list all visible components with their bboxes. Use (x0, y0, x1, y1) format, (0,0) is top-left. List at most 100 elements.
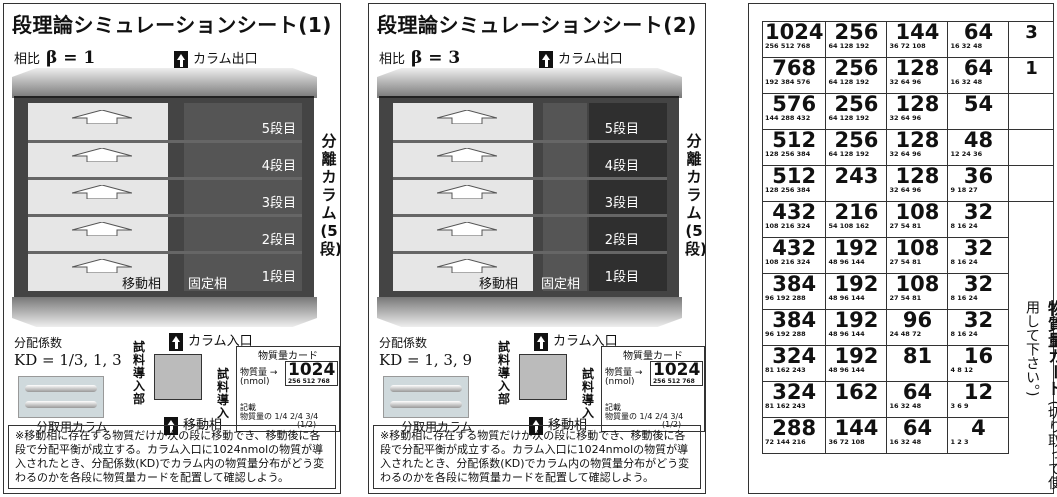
card-sub-values: 144 288 432 (765, 114, 811, 122)
card-note1: 記載 (605, 403, 621, 412)
amount-card: 81 (886, 345, 949, 382)
card-value: 144 (834, 416, 879, 440)
flow-arrow-icon (72, 185, 132, 199)
card-sub-values: 64 128 192 (828, 78, 870, 86)
flow-arrow-icon (72, 148, 132, 162)
inlet-label: カラム入口 (553, 334, 618, 349)
card-value: 288 (772, 416, 817, 440)
card-sub-values: 96 192 288 (765, 294, 806, 302)
card-value: 32 (963, 272, 994, 296)
card-sub-values: 27 54 81 (889, 222, 922, 230)
flow-arrow-icon (437, 185, 497, 199)
stage-5: 5段目 (604, 122, 639, 137)
card-sub-values: 8 16 24 (950, 294, 978, 302)
card-sub-values: 64 128 192 (828, 42, 870, 50)
card-sub-values: 72 144 216 (765, 438, 806, 446)
stage-2: 2段目 (261, 233, 296, 248)
extra-card-cell (1008, 165, 1055, 202)
flow-arrow-icon (72, 222, 132, 236)
card-sub-values: 16 32 48 (889, 402, 922, 410)
flow-arrow-icon (437, 259, 497, 273)
instruction-note: ※移動相に存在する物質だけが次の段に移動でき、移動後に各段で分配平衡が成立する。… (373, 425, 701, 489)
card-note1: 記載 (240, 403, 256, 412)
amount-card: 162 (825, 380, 888, 418)
card-sub-values: 1 2 3 (950, 438, 969, 446)
flow-arrow-icon (72, 259, 132, 273)
column-body: 5段目 4段目 3段目 2段目 1段目 移動相 固定相 (14, 96, 314, 299)
card-sub-values: 32 64 96 (889, 186, 922, 194)
card-value: 144 (895, 20, 940, 44)
flow-arrow-icon (437, 148, 497, 162)
kd-value: KD = 1, 3, 9 (379, 351, 473, 369)
beta-value: β = 1 (46, 48, 96, 68)
card-value: 64 (902, 380, 933, 404)
amount-card: 243 (825, 164, 888, 202)
card-value: 768 (772, 56, 817, 80)
amount-card-example: 物質量カード 物質量 → (nmol) 1024 256 512 768 記載 … (236, 346, 340, 432)
card-sub-values: 48 96 144 (828, 330, 865, 338)
kd-label: 分配係数 (14, 336, 63, 350)
card-value: 128 (895, 92, 940, 116)
card-sub-values: 16 32 48 (950, 42, 983, 50)
card-value: 256 (834, 92, 879, 116)
card-sub-values: 256 512 768 (288, 378, 330, 385)
column-cap-bottom (377, 297, 682, 327)
column-cap-top (377, 68, 682, 98)
amount-card: 54 (947, 93, 1010, 130)
card-value: 384 (772, 308, 817, 332)
column-body: 5段目 4段目 3段目 2段目 1段目 移動相 固定相 (379, 96, 679, 299)
card-value: 576 (772, 92, 817, 116)
card-value: 432 (772, 236, 817, 260)
card-sub-values: 128 256 384 (765, 150, 811, 158)
flow-arrow-icon (437, 222, 497, 236)
card-value: 256 (834, 56, 879, 80)
extra-card-cell: 1 (1008, 57, 1055, 94)
card-sub-values: 12 24 36 (950, 150, 983, 158)
card-value: 162 (834, 380, 879, 404)
sample-intro-label: 試料導入 (581, 367, 594, 420)
extra-card-cell (1008, 129, 1055, 166)
card-value: 1024 (653, 360, 701, 380)
card-sub-values: 81 162 243 (765, 402, 806, 410)
sample-section-label: 試料導入部 (497, 340, 510, 406)
card-sub-values: 256 512 768 (765, 42, 811, 50)
extra-card-cell (1008, 93, 1055, 130)
stage-4: 4段目 (604, 159, 639, 174)
card-value: 324 (772, 380, 817, 404)
sample-injector (519, 354, 567, 400)
panel-title: 段理論シミュレーションシート(2) (377, 13, 697, 37)
flow-arrow-icon (437, 110, 497, 124)
card-value: 243 (834, 164, 879, 188)
card-sub-values: 36 72 108 (889, 42, 926, 50)
up-arrow-icon (534, 332, 548, 351)
card-sheet-title: 物質量カード (1045, 300, 1057, 396)
card-sub-values: 8 16 24 (950, 330, 978, 338)
card-value: 324 (772, 344, 817, 368)
card-value: 4 (971, 416, 986, 440)
stationary-phase-label: 固定相 (188, 277, 228, 292)
column-cap-bottom (12, 297, 317, 327)
card-sub-values: 27 54 81 (889, 294, 922, 302)
collection-column-label: 分取用カラム (36, 420, 108, 434)
card-value: 1024 (765, 20, 824, 44)
